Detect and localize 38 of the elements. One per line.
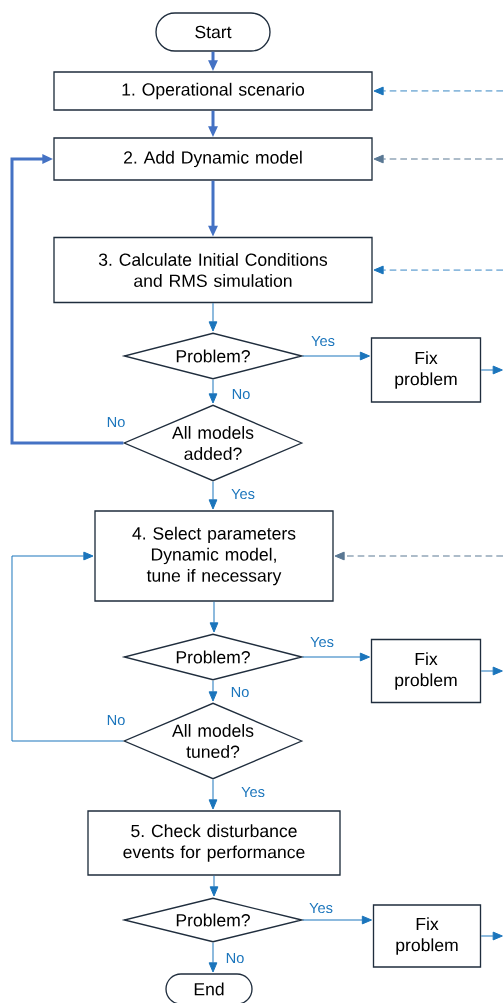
edge-label: No [232,388,250,400]
edge-label: Yes [310,636,334,648]
arrow [373,154,503,164]
process-box: 5. Check disturbance events for performance [87,810,341,876]
arrow [373,265,503,275]
arrow [208,680,218,702]
arrow [208,379,218,404]
edge-label: Yes [309,902,333,914]
arrow [334,551,503,561]
arrow [302,652,370,662]
arrow [10,154,124,445]
process-box: Fix problem [370,638,482,704]
edge-label: Yes [231,488,255,500]
arrow [480,931,503,941]
process-box: 1. Operational scenario [53,71,373,111]
arrow [208,779,218,810]
arrow [208,302,218,332]
arrow [208,481,218,510]
arrow [302,351,370,361]
arrow [302,915,372,925]
edge-label: Yes [241,786,265,798]
process-box: Fix problem [372,904,482,968]
process-box: Fix problem [370,337,482,403]
arrow [11,551,124,742]
arrow [480,666,503,676]
arrow [209,601,219,633]
edge-label: No [226,952,244,964]
process-box: 3. Calculate Initial Conditions and RMS simulation [53,236,373,304]
edge-label: No [231,686,249,698]
edge-label: No [107,714,125,726]
arrow [209,875,219,897]
process-box: 2. Add Dynamic model [53,137,373,181]
edge-label: Yes [311,335,335,347]
arrow [208,942,218,973]
arrow [373,86,503,96]
edge-label: No [107,416,125,428]
arrow [480,365,503,375]
process-box: 4. Select parameters Dynamic model, tune if necessary [94,510,334,602]
